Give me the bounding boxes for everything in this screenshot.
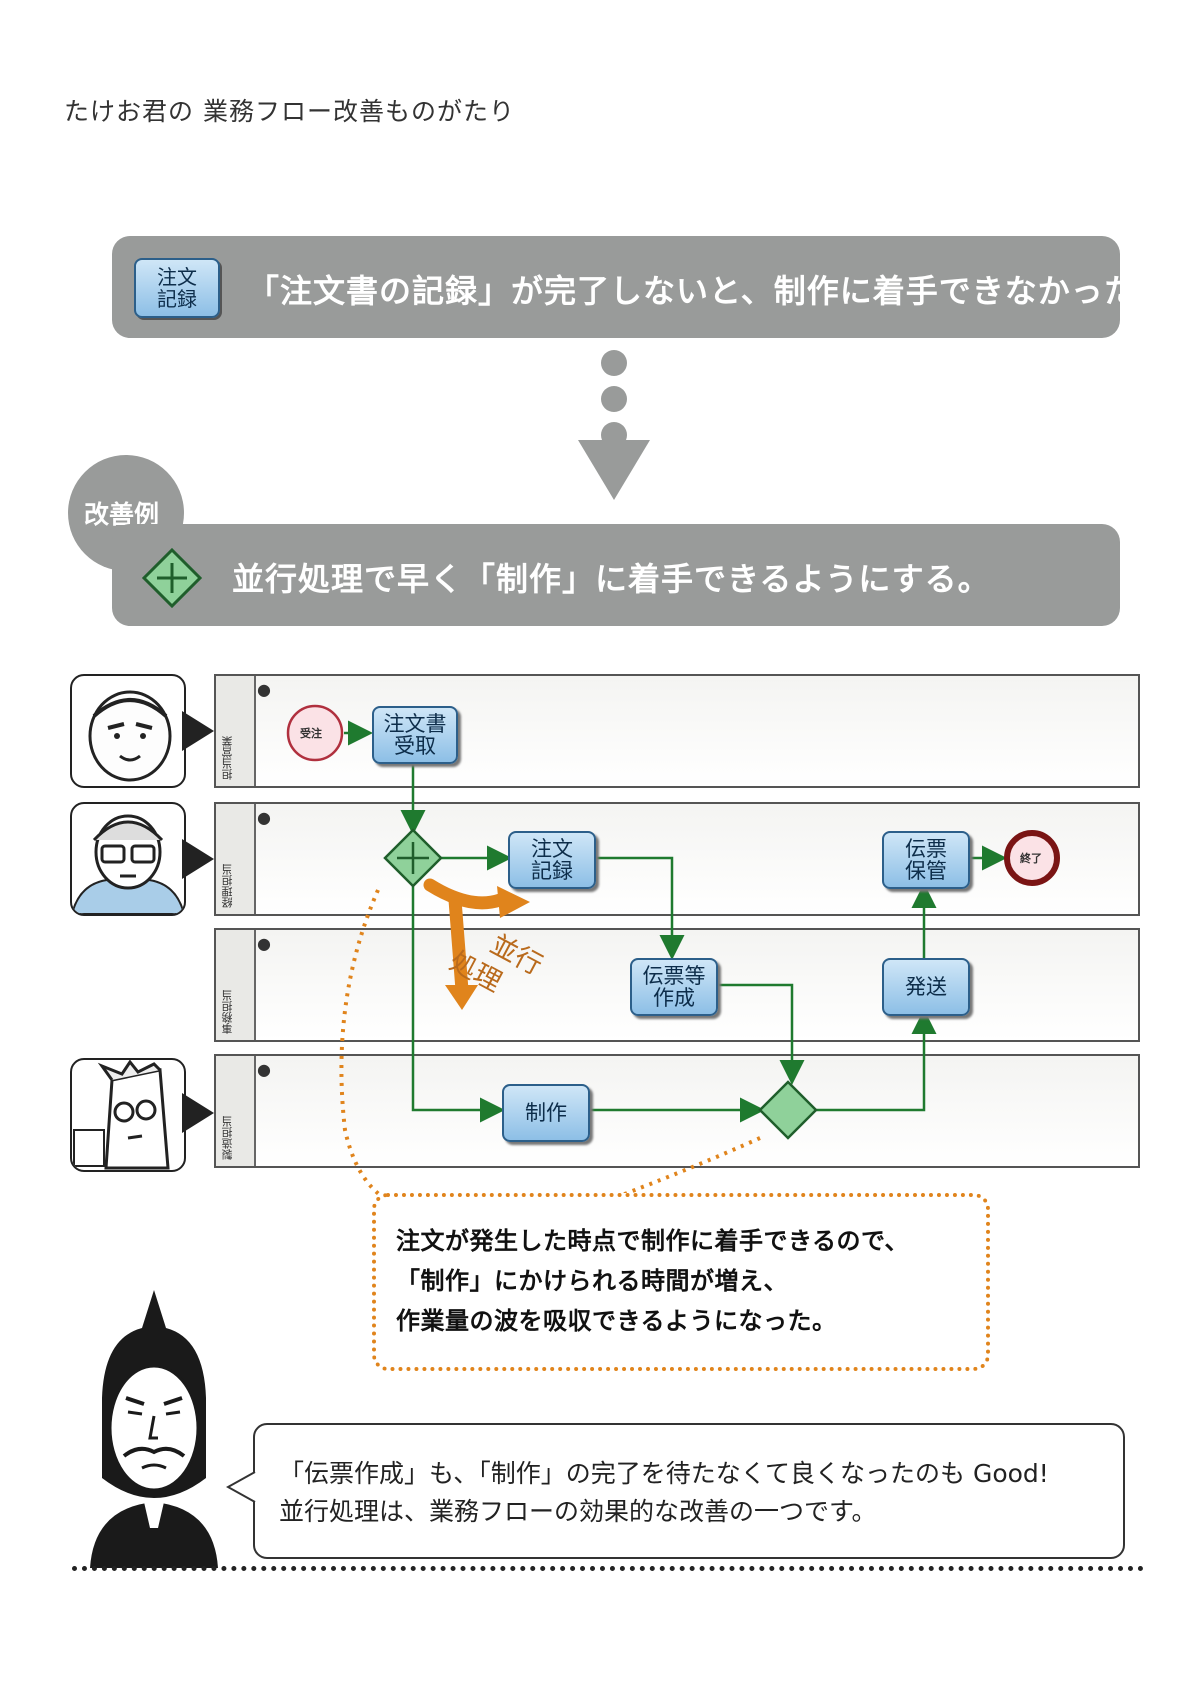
speech-tail-icon [226,1470,256,1504]
task-label-line-2: 記録 [531,859,573,883]
speech-line: 「伝票作成」も、「制作」の完了を待たなくて良くなったのも Good! [279,1455,1049,1493]
task-label-line-1: 伝票等 [643,964,706,988]
merge-gateway [760,1082,816,1138]
start-event-label: 受注 [300,725,322,741]
callout-line: 「制作」にかけられる時間が増え、 [396,1261,909,1301]
callout-line: 作業量の波を吸収できるようになった。 [396,1301,909,1341]
task-label-line-1: 伝票 [905,837,947,861]
task-slip-create: 伝票等作成 [630,958,718,1016]
task-label-line-1: 注文書 [384,712,447,736]
callout-pointer [622,1138,760,1195]
speech-line: 並行処理は、業務フローの効果的な改善の一つです。 [279,1493,1049,1531]
parallel-gateway [385,830,441,886]
task-label-line-2: 受取 [394,734,436,758]
end-event-label: 終了 [1020,850,1042,866]
task-order-record: 注文記録 [508,831,596,889]
speech-bubble: 「伝票作成」も、「制作」の完了を待たなくて良くなったのも Good! 並行処理は… [253,1423,1125,1559]
task-production: 制作 [502,1084,590,1142]
task-label-line-1: 注文 [531,837,573,861]
task-label: 発送 [905,976,947,998]
task-slip-store: 伝票保管 [882,831,970,889]
sequence-flows [344,733,1002,1110]
task-label-line-2: 作成 [653,986,695,1010]
result-callout: 注文が発生した時点で制作に着手できるので、 「制作」にかけられる時間が増え、 作… [372,1193,990,1371]
task-shipping: 発送 [882,958,970,1016]
takeo-character [84,1288,224,1568]
task-label: 制作 [525,1102,567,1124]
task-order-receive: 注文書受取 [372,706,458,764]
task-label-line-2: 保管 [905,859,947,883]
callout-pointer [341,890,380,1195]
parallel-arrow-head-icon [497,886,530,918]
footer-divider [72,1566,1144,1571]
callout-line: 注文が発生した時点で制作に着手できるので、 [396,1221,909,1261]
